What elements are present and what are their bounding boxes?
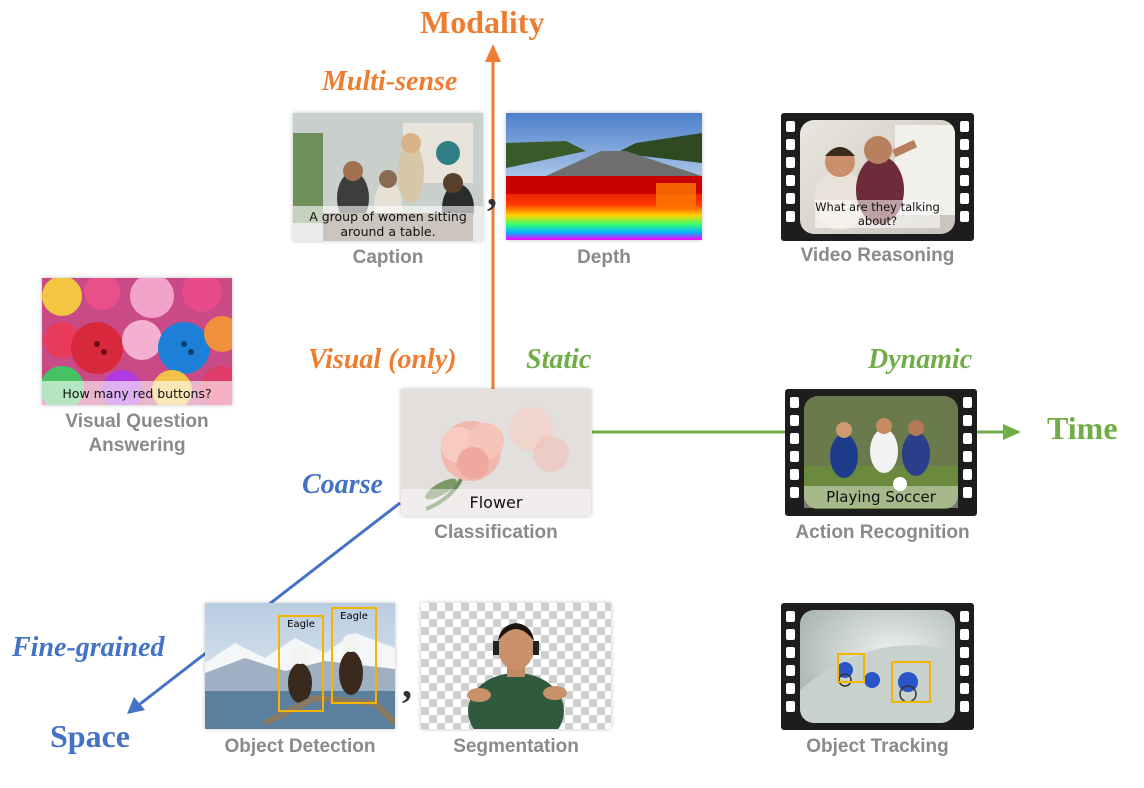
caption-overlay: A group of women sitting around a table. bbox=[293, 206, 483, 241]
multi-sense-label: Multi-sense bbox=[322, 66, 457, 98]
caption-image: A group of women sitting around a table. bbox=[293, 113, 483, 241]
segmentation-image bbox=[421, 603, 611, 729]
visual-only-label: Visual (only) bbox=[308, 344, 457, 376]
segmentation-label: Segmentation bbox=[416, 735, 616, 759]
comma-separator: , bbox=[487, 168, 497, 215]
object-tracking-film bbox=[781, 603, 974, 730]
detection-box-1: Eagle bbox=[278, 615, 324, 712]
vqa-overlay: How many red buttons? bbox=[42, 381, 232, 405]
action-recognition-film: Playing Soccer bbox=[785, 389, 977, 516]
classification-overlay: Flower bbox=[401, 489, 591, 516]
modality-arrowhead bbox=[485, 44, 501, 62]
object-detection-label: Object Detection bbox=[200, 735, 400, 759]
space-arrowhead bbox=[127, 697, 145, 714]
video-reasoning-film: What are they talking about? bbox=[781, 113, 974, 241]
time-axis-title: Time bbox=[1047, 410, 1118, 447]
depth-label: Depth bbox=[506, 246, 702, 270]
dynamic-label: Dynamic bbox=[868, 344, 972, 376]
comma-separator: , bbox=[402, 660, 412, 707]
detection-box-1-label: Eagle bbox=[280, 619, 322, 630]
action-recognition-label: Action Recognition bbox=[770, 521, 995, 545]
depth-map-icon bbox=[506, 113, 702, 240]
coarse-label: Coarse bbox=[302, 469, 383, 501]
static-label: Static bbox=[526, 344, 591, 376]
classification-label: Classification bbox=[401, 521, 591, 545]
classification-image: Flower bbox=[401, 389, 591, 516]
detection-box-2-label: Eagle bbox=[333, 611, 375, 622]
video-reasoning-overlay: What are they talking about? bbox=[815, 200, 940, 228]
tracking-box-2 bbox=[891, 661, 931, 703]
vqa-image: How many red buttons? bbox=[42, 278, 232, 405]
modality-axis-title: Modality bbox=[420, 4, 544, 41]
object-tracking-label: Object Tracking bbox=[770, 735, 985, 759]
fine-grained-label: Fine-grained bbox=[12, 632, 164, 664]
depth-image bbox=[506, 113, 702, 240]
detection-box-2: Eagle bbox=[331, 607, 377, 704]
caption-label: Caption bbox=[293, 246, 483, 270]
video-reasoning-label: Video Reasoning bbox=[770, 244, 985, 268]
space-axis-title: Space bbox=[50, 718, 130, 755]
object-detection-image: Eagle Eagle bbox=[205, 603, 395, 729]
tracking-box-1 bbox=[837, 653, 865, 683]
action-recognition-overlay: Playing Soccer bbox=[804, 486, 958, 508]
vqa-label: Visual Question Answering bbox=[42, 410, 232, 458]
time-arrowhead bbox=[1003, 424, 1021, 440]
person-cutout-icon bbox=[421, 603, 611, 729]
film-strip-icon bbox=[800, 610, 955, 723]
